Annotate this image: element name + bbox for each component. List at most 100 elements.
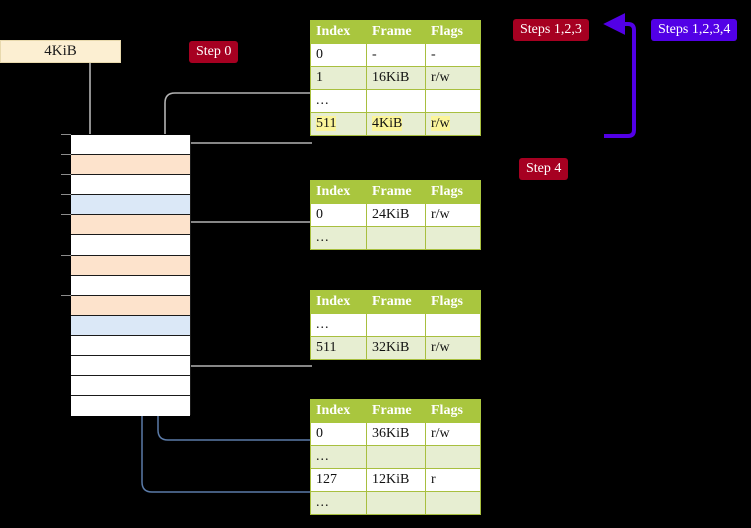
cell-flags: r/w bbox=[425, 203, 481, 227]
cell-index: 0 bbox=[310, 203, 367, 227]
table-row[interactable]: 0-- bbox=[310, 43, 481, 67]
memory-frame-row[interactable] bbox=[71, 315, 190, 336]
memory-rows bbox=[71, 135, 190, 417]
cell-flags: r/w bbox=[425, 112, 481, 136]
cell-frame: 24KiB bbox=[366, 203, 426, 227]
column-header-flags: Flags bbox=[425, 399, 481, 423]
cell-flags: - bbox=[425, 43, 481, 67]
memory-frame-row[interactable] bbox=[71, 175, 190, 196]
cell-index: ... bbox=[310, 226, 367, 250]
cell-index: 511 bbox=[310, 336, 367, 360]
cell-frame bbox=[366, 226, 426, 250]
badge-step-0: Step 0 bbox=[189, 41, 239, 63]
cell-index: 0 bbox=[310, 43, 367, 67]
cell-frame bbox=[366, 313, 426, 337]
cell-flags bbox=[425, 491, 481, 515]
badge-step-4: Step 4 bbox=[519, 158, 569, 180]
memory-frame-row[interactable] bbox=[71, 135, 190, 156]
table-row[interactable]: ... bbox=[310, 226, 481, 250]
cell-index: 127 bbox=[310, 468, 367, 492]
badge-steps-1234: Steps 1,2,3,4 bbox=[651, 19, 738, 41]
column-header-frame: Frame bbox=[366, 20, 426, 44]
memory-frame-row[interactable] bbox=[71, 235, 190, 256]
cell-flags: r/w bbox=[425, 336, 481, 360]
cell-frame bbox=[366, 445, 426, 469]
cell-flags bbox=[425, 445, 481, 469]
column-header-frame: Frame bbox=[366, 290, 426, 314]
memory-tick bbox=[61, 214, 71, 216]
memory-frame-row[interactable] bbox=[71, 255, 190, 276]
physical-memory-stack bbox=[70, 134, 191, 417]
badge-steps-1234-text: Steps 1,2,3,4 bbox=[658, 22, 731, 37]
memory-tick bbox=[61, 134, 71, 135]
cell-index: 511 bbox=[310, 112, 367, 136]
column-header-frame: Frame bbox=[366, 399, 426, 423]
cell-frame: 32KiB bbox=[366, 336, 426, 360]
cell-flags: r bbox=[425, 468, 481, 492]
cell-index: ... bbox=[310, 313, 367, 337]
memory-frame-row[interactable] bbox=[71, 335, 190, 357]
table-header-row: Index Frame Flags bbox=[310, 290, 481, 314]
memory-frame-row[interactable] bbox=[71, 356, 190, 377]
memory-frame-row[interactable] bbox=[71, 215, 190, 236]
badge-step-0-text: Step 0 bbox=[196, 44, 232, 59]
memory-frame-row[interactable] bbox=[71, 195, 190, 216]
cr3-frame-label: 4KiB bbox=[0, 40, 121, 63]
memory-frame-row[interactable] bbox=[71, 396, 190, 417]
column-header-index: Index bbox=[310, 290, 367, 314]
memory-tick bbox=[61, 174, 71, 176]
cell-frame: 4KiB bbox=[366, 112, 426, 136]
memory-frame-row[interactable] bbox=[71, 275, 190, 296]
memory-tick bbox=[61, 154, 71, 156]
table-row[interactable]: ... bbox=[310, 491, 481, 515]
badge-step-4-text: Step 4 bbox=[526, 161, 562, 176]
cell-index: 1 bbox=[310, 66, 367, 90]
memory-tick bbox=[61, 294, 71, 296]
cr3-frame-label-text: 4KiB bbox=[44, 43, 77, 59]
cell-flags bbox=[425, 89, 481, 113]
badge-steps-123: Steps 1,2,3 bbox=[513, 19, 589, 41]
column-header-flags: Flags bbox=[425, 290, 481, 314]
column-header-flags: Flags bbox=[425, 180, 481, 204]
cell-flags bbox=[425, 313, 481, 337]
cell-frame: - bbox=[366, 43, 426, 67]
wire-steps-bracket bbox=[603, 13, 636, 138]
table-row[interactable]: ... bbox=[310, 445, 481, 469]
cell-index: ... bbox=[310, 445, 367, 469]
table-header-row: Index Frame Flags bbox=[310, 399, 481, 423]
memory-frame-row[interactable] bbox=[71, 376, 190, 397]
table-row[interactable]: ... bbox=[310, 89, 481, 113]
column-header-frame: Frame bbox=[366, 180, 426, 204]
cell-frame: 16KiB bbox=[366, 66, 426, 90]
table-header-row: Index Frame Flags bbox=[310, 180, 481, 204]
memory-tick bbox=[61, 194, 71, 196]
column-header-flags: Flags bbox=[425, 20, 481, 44]
cell-frame: 36KiB bbox=[366, 422, 426, 446]
table-row[interactable]: ... bbox=[310, 313, 481, 337]
cell-flags: r/w bbox=[425, 66, 481, 90]
memory-tick bbox=[61, 254, 71, 256]
cell-flags bbox=[425, 226, 481, 250]
memory-frame-row[interactable] bbox=[71, 295, 190, 316]
badge-steps-123-text: Steps 1,2,3 bbox=[520, 22, 582, 37]
table-header-row: Index Frame Flags bbox=[310, 20, 481, 44]
cell-index: ... bbox=[310, 89, 367, 113]
wire-t2-row0-to-mem bbox=[176, 221, 312, 264]
cell-frame bbox=[366, 89, 426, 113]
cell-flags: r/w bbox=[425, 422, 481, 446]
cell-index: 0 bbox=[310, 422, 367, 446]
memory-frame-row[interactable] bbox=[71, 155, 190, 176]
column-header-index: Index bbox=[310, 399, 367, 423]
column-header-index: Index bbox=[310, 180, 367, 204]
